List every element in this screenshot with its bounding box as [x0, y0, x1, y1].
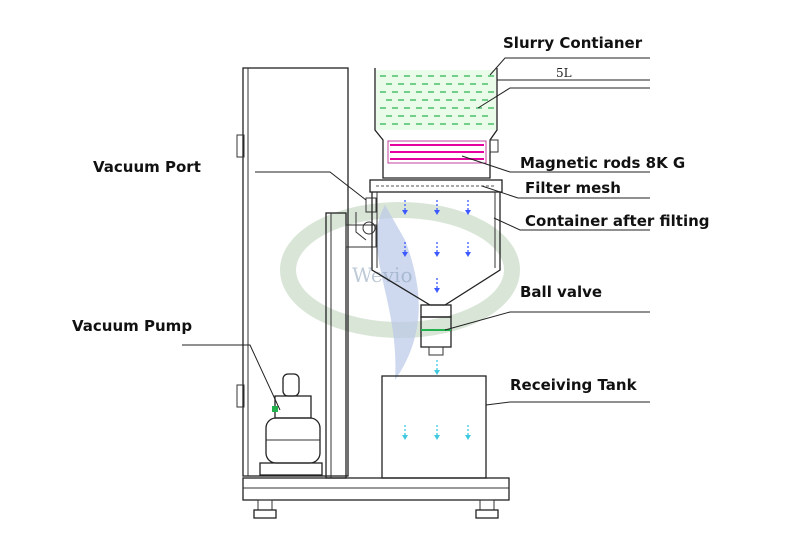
- label-filter-mesh: Filter mesh: [525, 179, 621, 197]
- flow-arrow: [402, 425, 408, 440]
- flow-arrow: [402, 200, 408, 215]
- label-container-after: Container after filting: [525, 212, 710, 230]
- label-ball-valve: Ball valve: [520, 283, 602, 301]
- leader-lines: [182, 57, 650, 411]
- support-bracket: [325, 212, 377, 479]
- flow-arrow: [434, 278, 440, 293]
- label-vacuum-port: Vacuum Port: [93, 158, 201, 176]
- flow-arrow: [434, 242, 440, 257]
- flow-arrow: [465, 425, 471, 440]
- watermark-text: Wevio: [352, 263, 413, 287]
- flow-arrow: [434, 425, 440, 440]
- label-magnetic-rods: Magnetic rods 8K G: [520, 154, 685, 172]
- flow-arrow: [434, 360, 440, 375]
- label-receiving-tank: Receiving Tank: [510, 376, 638, 394]
- base-frame: [242, 477, 510, 519]
- label-vacuum-pump: Vacuum Pump: [72, 317, 192, 335]
- flow-arrow: [465, 200, 471, 215]
- filter-mesh: [369, 179, 503, 193]
- vacuum-port: [355, 197, 377, 241]
- label-volume: 5L: [556, 66, 572, 80]
- label-slurry-container: Slurry Contianer: [503, 34, 643, 52]
- flow-arrow: [465, 242, 471, 257]
- flow-arrow: [434, 200, 440, 215]
- watermark-logo: Wevio: [280, 202, 520, 380]
- slurry-container: [374, 68, 499, 179]
- magnetic-rods: [387, 140, 487, 164]
- flow-arrows: [402, 200, 471, 440]
- slurry-liquid: [380, 75, 494, 125]
- flow-arrow: [402, 242, 408, 257]
- receiving-tank: [381, 375, 487, 479]
- vacuum-pump: [259, 373, 323, 476]
- cabinet: [236, 67, 349, 477]
